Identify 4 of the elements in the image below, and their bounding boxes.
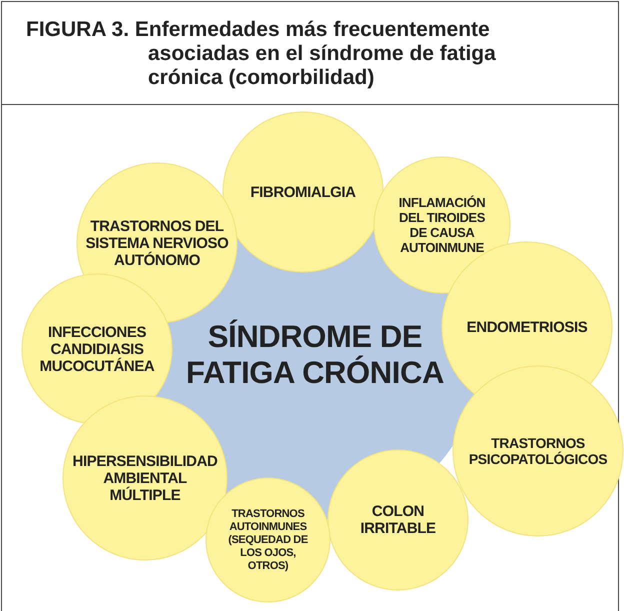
figure-title: FIGURA 3. Enfermedades más frecuentemente asociadas en el síndrome de fatiga crónica (comorbilidad): [26, 18, 497, 90]
circle-label: TRASTORNOS PSICOPATOLÓGICOS: [463, 435, 613, 467]
circle-label: FIBROMIALGIA: [233, 184, 373, 200]
circle-label: COLON IRRITABLE: [343, 503, 453, 537]
